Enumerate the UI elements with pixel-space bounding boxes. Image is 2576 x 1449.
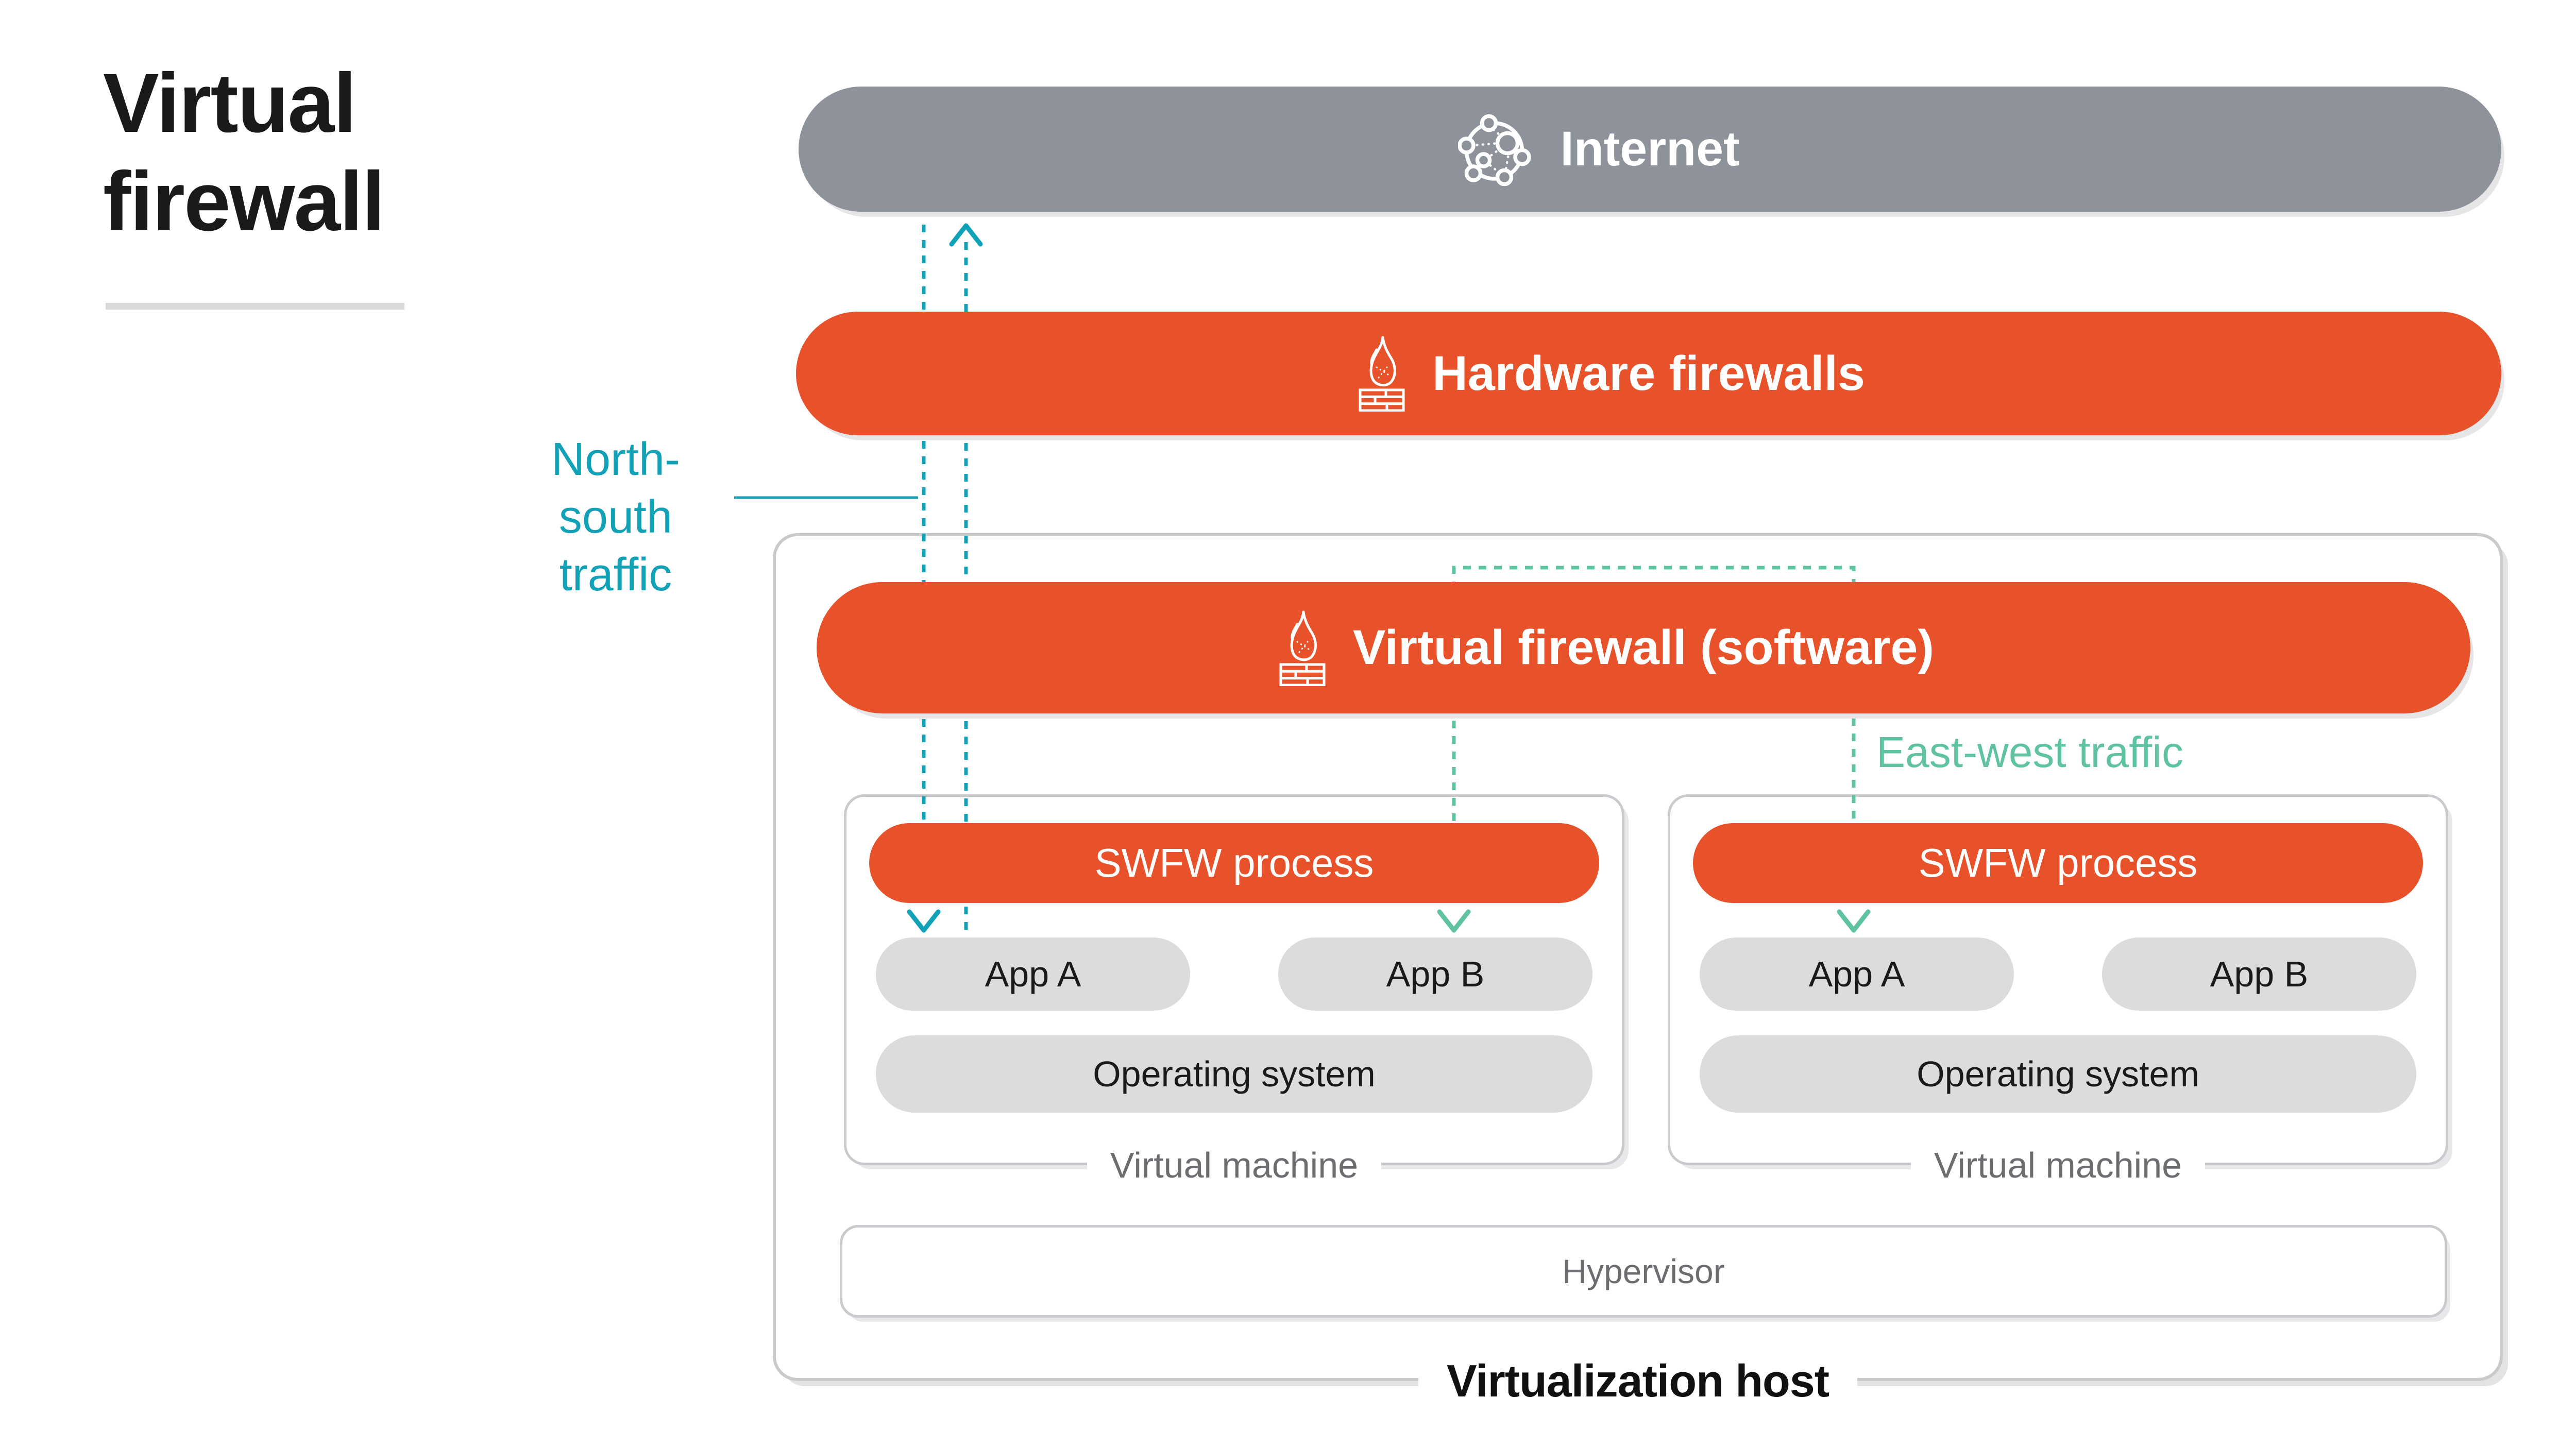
- arrow-up-icon: [949, 223, 983, 247]
- vm1-app-b-label: App B: [1386, 954, 1485, 994]
- vm2-caption: Virtual machine: [1668, 1145, 2448, 1186]
- virtualization-host-text: Virtualization host: [1418, 1355, 1858, 1406]
- north-south-traffic-label: North-south traffic: [551, 434, 681, 601]
- firewall-flame-icon: [1277, 610, 1328, 686]
- vm2-operating-system-pill: Operating system: [1700, 1035, 2416, 1113]
- virtualization-host-caption: Virtualization host: [773, 1355, 2503, 1407]
- vm1-app-a-label: App A: [985, 954, 1081, 994]
- vm1-operating-system-label: Operating system: [1093, 1054, 1376, 1094]
- vm2-app-b-pill: App B: [2102, 937, 2416, 1011]
- vm2-operating-system-label: Operating system: [1917, 1054, 2199, 1094]
- virtual-firewall-label: Virtual firewall (software): [1353, 620, 1934, 675]
- internet-label: Internet: [1560, 122, 1740, 176]
- vm2-app-a-label: App A: [1808, 954, 1905, 994]
- hypervisor-box: Hypervisor: [840, 1225, 2447, 1318]
- vm2-app-a-pill: App A: [1700, 937, 2014, 1011]
- hypervisor-label: Hypervisor: [1562, 1252, 1725, 1290]
- vm2-app-b-label: App B: [2210, 954, 2309, 994]
- hardware-firewalls-label: Hardware firewalls: [1432, 346, 1865, 401]
- title-divider: [106, 303, 404, 310]
- vm1-app-b-pill: App B: [1278, 937, 1592, 1011]
- vm1-operating-system-pill: Operating system: [876, 1035, 1592, 1113]
- page-title: Virtual firewall: [103, 56, 385, 248]
- hardware-firewalls-bar: Hardware firewalls: [796, 312, 2501, 435]
- vm1-swfw-process-pill: SWFW process: [869, 823, 1599, 903]
- vm2-swfw-process-label: SWFW process: [1918, 840, 2198, 885]
- vm1-caption-text: Virtual machine: [1087, 1145, 1382, 1185]
- vm1-app-a-pill: App A: [876, 937, 1190, 1011]
- vm2-caption-text: Virtual machine: [1910, 1145, 2206, 1185]
- east-west-traffic-label: East-west traffic: [1876, 728, 2183, 776]
- network-globe-icon: [1458, 111, 1535, 188]
- virtual-firewall-bar: Virtual firewall (software): [817, 582, 2470, 713]
- vm1-caption: Virtual machine: [844, 1145, 1624, 1186]
- firewall-flame-icon: [1356, 335, 1408, 412]
- vm1-swfw-process-label: SWFW process: [1094, 840, 1374, 885]
- internet-bar: Internet: [799, 87, 2501, 212]
- vm2-swfw-process-pill: SWFW process: [1693, 823, 2423, 903]
